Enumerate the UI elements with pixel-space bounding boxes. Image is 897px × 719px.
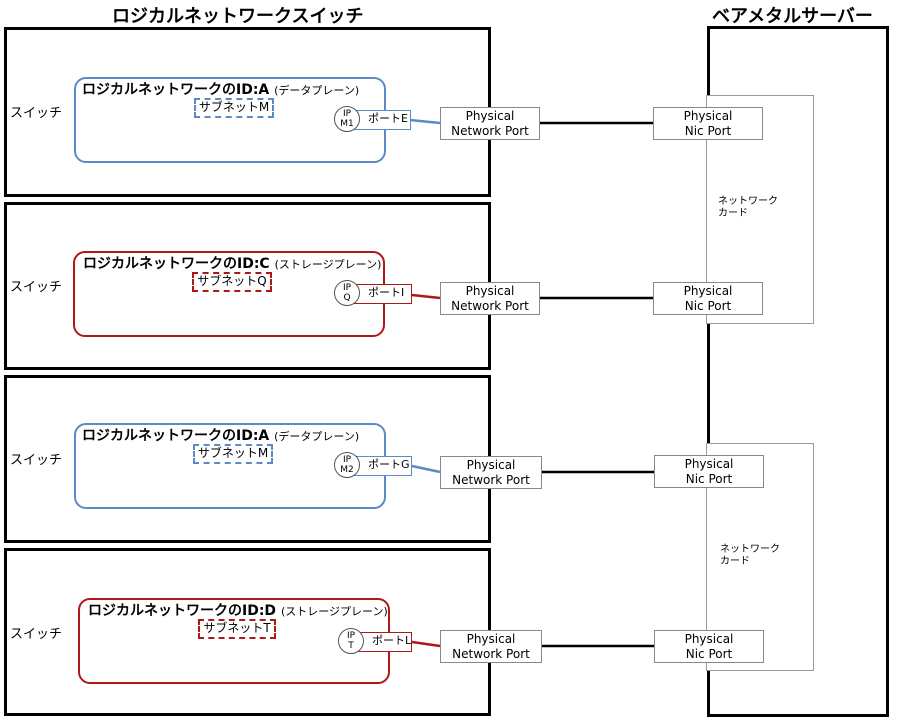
network-card-1-label-line2: カード xyxy=(718,208,748,219)
network-card-1-label-line1: ネットワーク xyxy=(718,196,778,207)
switch-label-1: スイッチ xyxy=(10,106,63,121)
plane-label-1: (データプレーン) xyxy=(274,84,360,97)
physical-nic-port-3-line2: Nic Port xyxy=(685,471,733,486)
logical-network-id-3: ロジカルネットワークのID:A xyxy=(82,428,270,444)
logical-network-id-4: ロジカルネットワークのID:D xyxy=(88,603,277,619)
server-section-title: ベアメタルサーバー xyxy=(712,6,873,27)
physical-nic-port-2-line1: Physical xyxy=(683,283,733,298)
ip-node-3-bottom: M2 xyxy=(340,465,354,475)
physical-nic-port-1: Physical Nic Port xyxy=(653,107,763,140)
physical-network-port-1: Physical Network Port xyxy=(440,107,540,140)
logical-network-title-4: ロジカルネットワークのID:D (ストレージプレーン) xyxy=(88,600,388,620)
port-link-1 xyxy=(409,118,441,125)
physical-nic-port-4-line2: Nic Port xyxy=(685,646,733,661)
port-link-2 xyxy=(411,293,441,300)
port-link-4 xyxy=(411,640,441,648)
logical-network-box-3 xyxy=(74,423,386,509)
ip-node-2: IP Q xyxy=(334,280,360,306)
network-card-2-label-line1: ネットワーク xyxy=(720,544,780,555)
physical-network-port-2-line2: Network Port xyxy=(451,298,529,313)
subnet-box-3: サブネットM xyxy=(193,444,273,464)
physical-nic-port-2-line2: Nic Port xyxy=(684,298,732,313)
logical-network-box-2 xyxy=(73,251,385,337)
plane-label-2: (ストレージプレーン) xyxy=(274,258,382,271)
network-card-2-label-line2: カード xyxy=(720,556,750,567)
logical-network-title-2: ロジカルネットワークのID:C (ストレージプレーン) xyxy=(83,253,381,273)
port-box-3: ポートG xyxy=(345,456,412,476)
ip-node-4-bottom: T xyxy=(348,641,354,651)
switch-label-3: スイッチ xyxy=(10,453,63,468)
physical-nic-port-4-line1: Physical xyxy=(684,631,734,646)
plane-label-4: (ストレージプレーン) xyxy=(280,605,388,618)
physical-network-port-3-line2: Network Port xyxy=(452,472,530,487)
ip-node-4-top: IP xyxy=(346,631,356,641)
physical-nic-port-1-line1: Physical xyxy=(683,108,733,123)
physical-nic-port-4: Physical Nic Port xyxy=(654,630,764,663)
switch-label-4: スイッチ xyxy=(10,627,63,642)
logical-network-id-1: ロジカルネットワークのID:A xyxy=(82,82,270,98)
port-box-1: ポートE xyxy=(345,110,411,130)
logical-network-title-1: ロジカルネットワークのID:A (データプレーン) xyxy=(82,79,359,99)
ip-node-2-top: IP xyxy=(342,283,352,293)
ip-node-1: IP M1 xyxy=(334,106,360,132)
physical-network-port-2: Physical Network Port xyxy=(440,282,540,315)
plane-label-3: (データプレーン) xyxy=(274,430,360,443)
physical-nic-port-1-line2: Nic Port xyxy=(684,123,732,138)
subnet-box-4: サブネットT xyxy=(198,619,276,639)
ip-node-1-top: IP xyxy=(342,109,352,119)
logical-network-title-3: ロジカルネットワークのID:A (データプレーン) xyxy=(82,425,359,445)
ip-node-3: IP M2 xyxy=(334,452,360,478)
subnet-box-1: サブネットM xyxy=(194,98,274,118)
physical-network-port-3-line1: Physical xyxy=(466,457,516,472)
physical-nic-port-3: Physical Nic Port xyxy=(654,455,764,488)
physical-nic-port-3-line1: Physical xyxy=(684,456,734,471)
physical-network-port-4-line2: Network Port xyxy=(452,646,530,661)
physical-network-port-4-line1: Physical xyxy=(466,631,516,646)
ip-node-4: IP T xyxy=(338,628,364,654)
logical-network-id-2: ロジカルネットワークのID:C xyxy=(83,256,270,272)
physical-network-port-4: Physical Network Port xyxy=(440,630,542,663)
physical-network-port-1-line2: Network Port xyxy=(451,123,529,138)
physical-network-port-1-line1: Physical xyxy=(465,108,515,123)
ip-node-2-bottom: Q xyxy=(343,293,351,303)
ip-node-1-bottom: M1 xyxy=(340,119,354,129)
physical-network-port-2-line1: Physical xyxy=(465,283,515,298)
switch-section-title: ロジカルネットワークスイッチ xyxy=(112,6,364,27)
subnet-box-2: サブネットQ xyxy=(192,272,272,292)
network-card-1-label: ネットワーク カード xyxy=(718,196,778,220)
port-box-4: ポートL xyxy=(349,632,412,652)
switch-label-2: スイッチ xyxy=(10,280,63,295)
port-link-3 xyxy=(411,464,441,474)
port-box-2: ポートI xyxy=(345,284,412,304)
ip-node-3-top: IP xyxy=(342,455,352,465)
physical-network-port-3: Physical Network Port xyxy=(440,456,542,489)
network-card-2-label: ネットワーク カード xyxy=(720,544,780,568)
physical-nic-port-2: Physical Nic Port xyxy=(653,282,763,315)
